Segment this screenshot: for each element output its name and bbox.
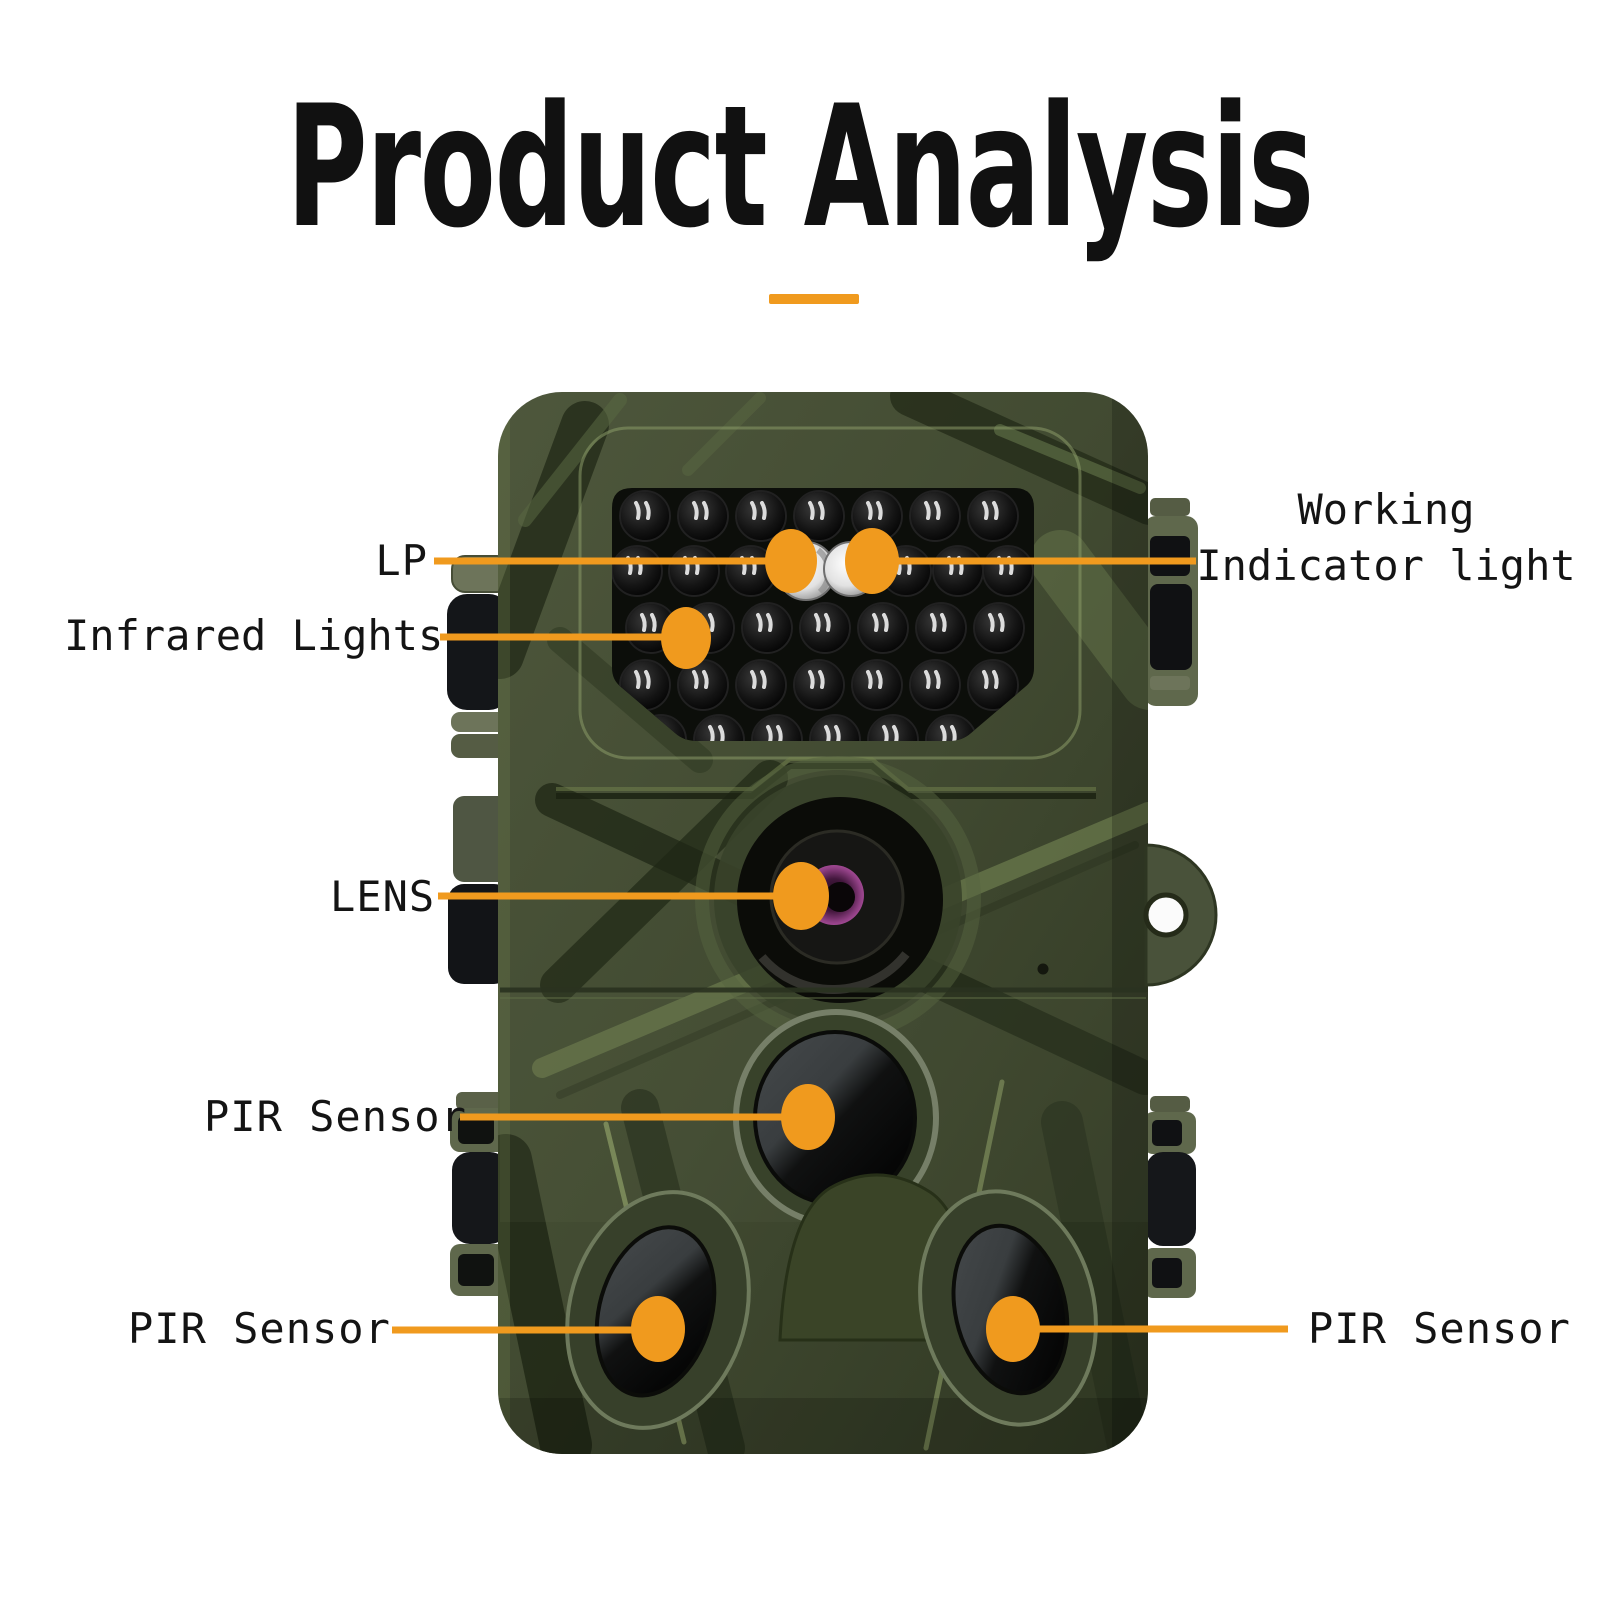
strap-latch-left [447,555,511,1296]
callout-dot-lp [765,529,817,593]
callout-dots [631,528,1040,1362]
callout-label-pir-bottom-left: PIR Sensor [128,1304,391,1353]
callout-dot-working-indicator [845,528,899,594]
callout-dot-infrared-lights [661,607,711,669]
page-title: Product Analysis [0,83,1600,251]
callout-dot-lens [773,862,829,930]
callout-dot-pir-bottom-left [631,1296,685,1362]
callout-dot-pir-center [781,1084,835,1150]
callout-label-working-indicator: Working Indicator light [1195,482,1577,594]
callout-label-pir-bottom-right: PIR Sensor [1308,1304,1571,1353]
microphone-hole [1037,963,1049,975]
callout-label-lp: LP [375,536,428,585]
callout-label-pir-center: PIR Sensor [204,1092,467,1141]
working-indicator-line1: Working [1297,485,1475,534]
callout-label-infrared-lights: Infrared Lights [64,611,444,660]
working-indicator-line2: Indicator light [1196,541,1576,590]
mounting-ear [1143,843,1218,987]
pir-window-center [733,1009,939,1227]
callout-label-lens: LENS [330,872,436,921]
callout-dot-pir-bottom-right [986,1296,1040,1362]
callout-lines [392,557,1288,1334]
title-divider [769,294,859,304]
mounting-hole [1143,892,1189,938]
page-title-text: Product Analysis [286,69,1315,265]
camera-lens [695,756,981,1042]
